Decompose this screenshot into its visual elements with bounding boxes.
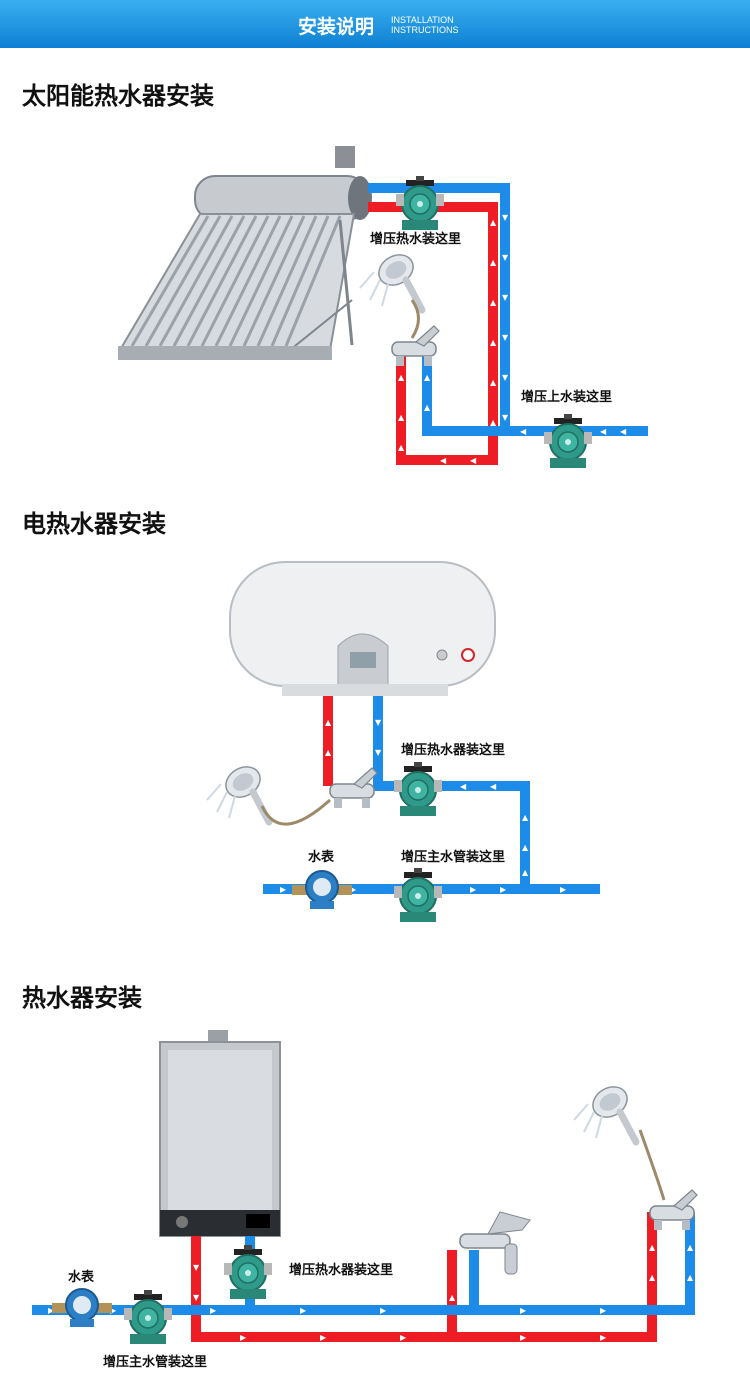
svg-text:▲: ▲ [490,258,497,267]
label-gas-main-pump: 增压主水管装这里 [103,1355,208,1370]
svg-text:▶: ▶ [110,1306,117,1315]
svg-text:▼: ▼ [502,213,509,222]
svg-text:▶: ▶ [280,885,287,894]
electric-mixer-faucet-icon [329,767,378,809]
svg-text:▲: ▲ [649,1243,656,1252]
svg-text:▼: ▼ [502,293,509,302]
header-subtitle-line2: INSTRUCTIONS [391,25,459,35]
svg-text:◀: ◀ [520,427,527,436]
section-title-electric: 电热水器安装 [22,510,166,538]
svg-text:▲: ▲ [649,1273,656,1282]
electric-water-meter-icon [291,870,353,910]
section-title-solar: 太阳能热水器安装 [22,82,214,110]
svg-text:▶: ▶ [320,1333,327,1342]
svg-text:▲: ▲ [490,378,497,387]
svg-text:▲: ▲ [449,1293,456,1302]
svg-text:▶: ▶ [48,1306,55,1315]
electric-main-pump-icon [393,867,443,923]
header-banner: 安装说明 INSTALLATION INSTRUCTIONS [0,0,750,48]
svg-text:▶: ▶ [520,1333,527,1342]
svg-text:▶: ▶ [500,885,507,894]
header-subtitle: INSTALLATION INSTRUCTIONS [391,15,459,35]
svg-text:▼: ▼ [193,1263,200,1272]
solar-heater-diagram: ▲ ▲ ▲ ▲ ▲ ▲ ▼ ▼ ▼ ▼ ▼ ▼ ▲ ▲ ▲ ◀ ◀ ◀ ◀ ◀ ▲ ▲ [118,146,648,469]
svg-text:▲: ▲ [490,418,497,427]
svg-text:▼: ▼ [502,253,509,262]
svg-text:▶: ▶ [600,1333,607,1342]
label-gas-heater-pump: 增压热水器装这里 [289,1263,394,1278]
svg-text:▲: ▲ [687,1243,694,1252]
svg-text:▼: ▼ [502,333,509,342]
solar-flow-arrows: ▲ ▲ ▲ ▲ ▲ ▲ ▼ ▼ ▼ ▼ ▼ ▼ ▲ ▲ ▲ ◀ ◀ ◀ ◀ ◀ ▲ ▲ [398,213,627,465]
gas-heater-diagram: ▶ ▶ ▶ ▶ ▶ ▶ ▶ ▲ ▲ ▼ ▼ ▶ ▶ ▶ ▶ ▶ ▲ ▲ ▲ [32,1030,698,1345]
gas-water-meter-icon [51,1288,113,1328]
label-electric-meter: 水表 [308,850,335,865]
label-gas-meter: 水表 [68,1270,95,1285]
svg-text:▲: ▲ [687,1273,694,1282]
label-solar-cold-pump: 增压上水装这里 [521,390,613,405]
gas-tap-icon [459,1211,531,1275]
svg-text:▲: ▲ [490,218,497,227]
gas-flow-arrows: ▶ ▶ ▶ ▶ ▶ ▶ ▶ ▲ ▲ ▼ ▼ ▶ ▶ ▶ ▶ ▶ ▲ ▲ ▲ [48,1243,694,1342]
svg-text:◀: ◀ [620,427,627,436]
electric-heater-diagram: ▲ ▲ ▼ ▼ ◀ ◀ ▲ ▲ ▲ ▶ ▶ ▶ ▶ ▶ [207,561,600,923]
svg-text:◀: ◀ [490,782,497,791]
svg-text:▲: ▲ [490,298,497,307]
gas-shower-head-icon [574,1081,636,1142]
gas-heater-pump-icon [223,1244,273,1300]
svg-text:◀: ◀ [600,427,607,436]
svg-text:▲: ▲ [325,748,332,757]
header-subtitle-line1: INSTALLATION [391,15,454,25]
svg-text:▲: ▲ [325,718,332,727]
label-solar-hot-pump: 增压热水装这里 [370,232,462,247]
svg-text:▲: ▲ [522,843,529,852]
svg-text:▲: ▲ [522,868,529,877]
svg-text:▶: ▶ [350,885,357,894]
svg-text:▲: ▲ [398,413,405,422]
svg-text:▲: ▲ [522,813,529,822]
label-electric-main-pump: 增压主水管装这里 [401,850,506,865]
svg-text:▼: ▼ [502,413,509,422]
solar-heater-illustration [118,146,372,360]
gas-pipes [32,1212,695,1342]
electric-shower-head-icon [207,761,269,822]
svg-text:▲: ▲ [424,373,431,382]
gas-mixer-faucet-icon [649,1189,698,1231]
section-title-gas: 热水器安装 [22,984,142,1012]
gas-heater-illustration [159,1030,281,1237]
svg-text:▶: ▶ [470,885,477,894]
svg-text:▲: ▲ [398,443,405,452]
solar-cold-pump-icon [543,413,593,469]
electric-flow-arrows: ▲ ▲ ▼ ▼ ◀ ◀ ▲ ▲ ▲ ▶ ▶ ▶ ▶ ▶ [280,718,567,894]
gas-main-pump-icon [123,1289,173,1345]
svg-text:▼: ▼ [375,748,382,757]
svg-text:▶: ▶ [560,885,567,894]
header-title: 安装说明 [298,16,375,38]
label-electric-heater-pump: 增压热水器装这里 [401,743,506,758]
svg-text:▲: ▲ [424,403,431,412]
svg-text:▶: ▶ [210,1306,217,1315]
svg-text:▶: ▶ [600,1306,607,1315]
svg-text:◀: ◀ [470,456,477,465]
svg-text:▼: ▼ [502,373,509,382]
svg-text:▲: ▲ [398,373,405,382]
svg-text:◀: ◀ [460,782,467,791]
svg-text:▶: ▶ [380,1306,387,1315]
svg-text:▶: ▶ [300,1306,307,1315]
svg-text:▶: ▶ [400,1333,407,1342]
svg-text:▼: ▼ [193,1293,200,1302]
svg-text:▶: ▶ [240,1333,247,1342]
svg-text:◀: ◀ [440,456,447,465]
svg-text:▼: ▼ [375,718,382,727]
electric-heater-pump-icon [393,761,443,817]
svg-text:▲: ▲ [490,338,497,347]
electric-heater-illustration [229,561,496,696]
svg-text:▶: ▶ [520,1306,527,1315]
